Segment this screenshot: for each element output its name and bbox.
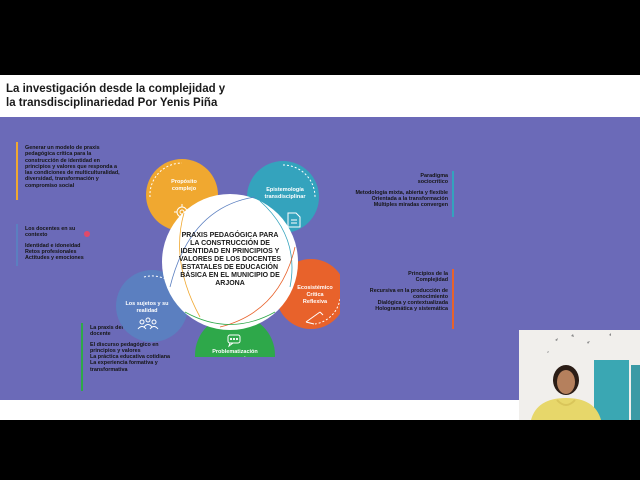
petal-label: Crítica [306,292,324,298]
text-line: principios y valores [90,347,141,354]
praxis-accent-bar [81,323,83,391]
text-line: El discurso pedagógico en [90,341,159,348]
petal-label: complejo [172,186,197,192]
slide-title: La investigación desde la complejidad y … [6,82,306,110]
center-line: ESTATALES DE EDUCACIÓN [182,262,278,271]
text-line: pedagógica crítica para la [25,151,92,158]
text-line: Múltiples miradas convergen [373,202,448,209]
principios-text-block: Principios de la Complejidad Recursiva e… [337,271,448,313]
center-line: IDENTIDAD EN PRINCIPIOS Y [181,248,280,255]
pen-icon [305,311,324,325]
text-line: La práctica educativa cotidiana [90,354,170,361]
text-line: construcción de identidad en [25,157,100,164]
flower-diagram: Propósito complejo Epistemología transdi… [116,159,340,357]
text-line: Generar un modelo de praxis [25,145,100,151]
text-line: Hologramática y sistemática [375,306,448,313]
text-line: La experiencia formativa y [90,360,158,367]
paradigma-text-block: Paradigma sociocrítico Metodología mixta… [340,173,448,208]
text-line: las condiciones de multiculturalidad, [25,170,120,177]
text-line: docente [90,331,111,338]
text-line: La praxis del [90,325,123,331]
center-line: BÁSICA EN EL MUNICIPIO DE [180,270,280,279]
presenter-image [519,330,640,420]
text-line: Actitudes y emociones [25,255,84,262]
text-line: Identidad e idoneidad [25,242,81,249]
center-line: ARJONA [215,280,245,287]
presentation-slide: La investigación desde la complejidad y … [0,75,640,420]
text-line: Metodología mixta, abierta y flexible [355,189,448,196]
text-line: Principios de la [408,271,448,277]
text-line: diversidad, transformación y [25,176,99,183]
petal-label: emergente [221,356,249,357]
text-line: compromiso social [25,182,75,189]
text-line: contexto [25,232,48,239]
petal-label: Ecosistémico [297,285,333,291]
proposito-text-block: Generar un modelo de praxis pedagógica c… [25,145,150,189]
text-line: conocimiento [412,293,448,300]
center-line: PRAXIS PEDAGÓGICA PARA [182,230,279,239]
petal-label: Los sujetos y su [125,301,168,307]
text-line: Dialógica y contextualizada [377,300,448,307]
petal-label: Problematización [212,349,258,355]
text-line: Retos profesionales [25,248,77,255]
text-line: Complejidad [415,277,448,284]
center-line: VALORES DE LOS DOCENTES [179,256,281,263]
petal-label: Epistemología [266,187,305,193]
text-line: transformativa [90,366,128,373]
text-line: principios y valores que responda a [25,163,117,170]
center-line: LA CONSTRUCCIÓN DE [190,238,270,247]
text-line: Recursiva en la producción de [369,287,448,294]
text-line: sociocrítico [417,179,448,186]
slide-bottom-strip [0,400,640,420]
title-area: La investigación desde la complejidad y … [0,75,640,117]
title-line-2: la transdisciplinariedad Por Yenis Piña [6,97,218,109]
text-line: Paradigma [420,173,448,179]
title-line-1: La investigación desde la complejidad y [6,83,226,95]
principios-accent-bar [452,269,454,329]
petal-label: Propósito [171,179,197,185]
center-circle [162,194,298,330]
proposito-accent-bar [16,142,18,200]
paradigma-accent-bar [452,171,454,217]
petal-label: transdisciplinar [265,194,307,200]
docentes-text-block: Los docentes en su contexto Identidad e … [25,226,125,261]
center-title: PRAXIS PEDAGÓGICA PARA LA CONSTRUCCIÓN D… [179,230,281,287]
chat-icon [227,334,241,348]
people-icon [137,317,159,330]
center-curves [169,196,296,328]
petal-label: Reflexiva [303,299,328,305]
text-line: Orientada a la transformación [371,195,448,202]
text-line: Los docentes en su [25,226,76,232]
webcam-video-feed [519,330,640,420]
docentes-accent-bar [16,224,18,266]
document-icon [287,212,301,228]
praxis-text-block: La praxis del docente El discurso pedagó… [90,325,200,373]
petal-label: realidad [136,308,157,314]
cursor-dot-icon [84,231,90,237]
